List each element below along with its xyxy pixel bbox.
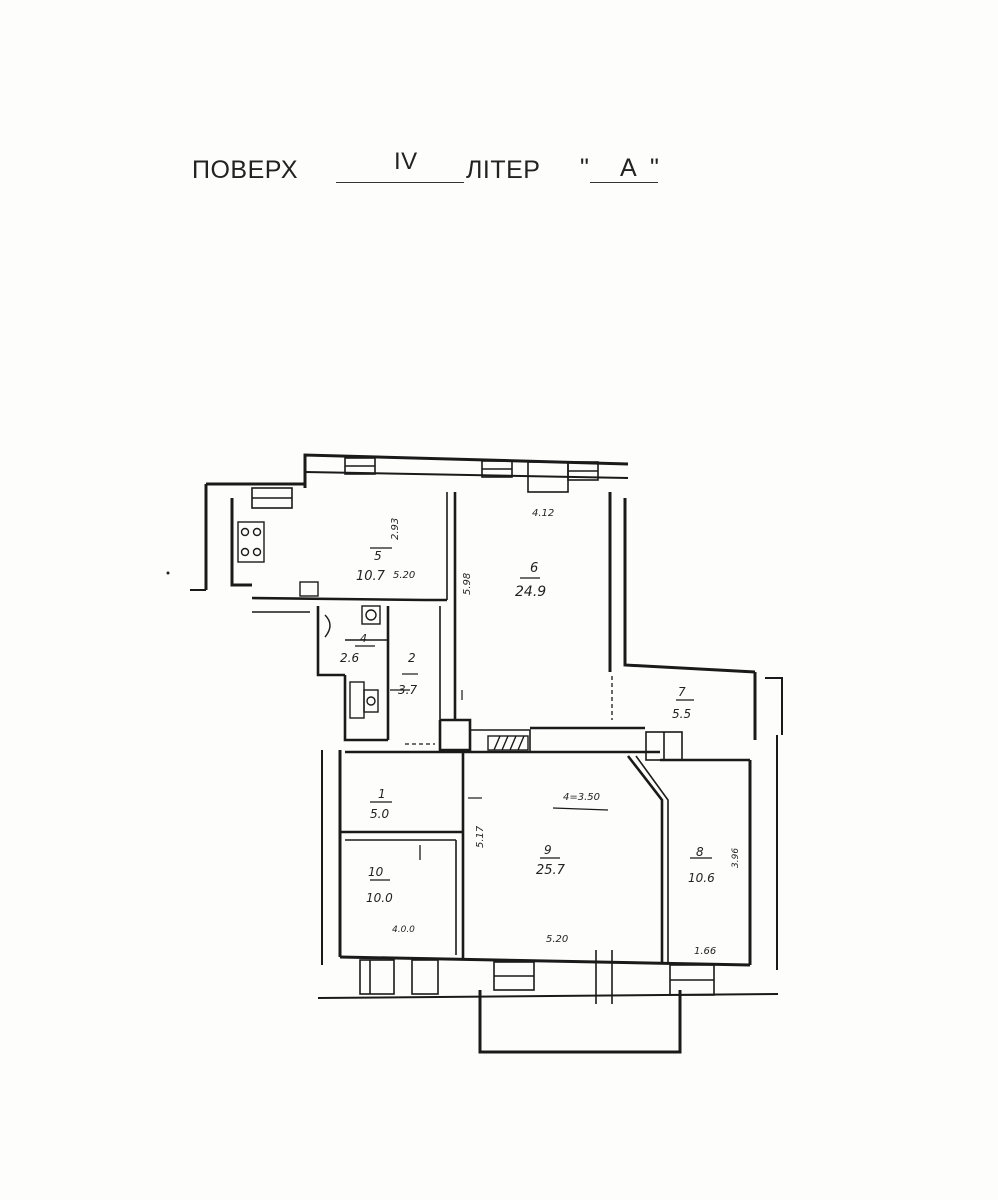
floor-label: ПОВЕРХ [192, 156, 298, 184]
room-9-number: 9 [544, 843, 552, 857]
room-10-area: 10.0 [366, 891, 393, 905]
room-8-area: 10.6 [688, 871, 715, 885]
room-6-number: 6 [530, 561, 538, 576]
letter-label: ЛІТЕР [466, 156, 541, 184]
room-5-number: 5 [374, 549, 382, 563]
room-9-area: 25.7 [536, 863, 566, 878]
floor-underline [336, 182, 464, 183]
room-1-area: 5.0 [370, 807, 389, 821]
dim-5-98: 5.98 [462, 573, 473, 595]
room-7-area: 5.5 [672, 707, 691, 721]
floor-value: IV [394, 148, 418, 175]
exterior-walls [190, 453, 783, 1054]
dimension-ticks [355, 547, 712, 881]
room-10-number: 10 [368, 865, 384, 879]
windows [251, 457, 715, 1004]
room-5-area: 10.7 [356, 569, 386, 584]
letter-underline [590, 182, 658, 183]
dim-4-3-50: 4=3.50 [563, 792, 600, 803]
room-4-area: 2.6 [340, 651, 359, 665]
hatched-wall [487, 735, 529, 751]
interior-walls [251, 492, 750, 962]
room-4-number: 4 [360, 632, 367, 645]
dim-4-12: 4.12 [532, 508, 554, 519]
room-7-number: 7 [678, 685, 686, 699]
dim-5-20-bottom: 5.20 [546, 934, 568, 945]
letter-value: А [620, 154, 638, 182]
dim-5-17: 5.17 [475, 825, 486, 848]
dimension-labels: 4.12 2.93 5.20 5.98 4=3.50 5.17 5.20 4.0… [390, 508, 741, 957]
dim-2-93: 2.93 [390, 518, 401, 540]
letter-close-quote: " [650, 154, 660, 182]
fixtures [237, 521, 381, 719]
dim-1-66: 1.66 [694, 946, 716, 957]
room-6-area: 24.9 [515, 584, 546, 600]
dim-3-96: 3.96 [731, 848, 741, 868]
room-1-number: 1 [378, 787, 386, 801]
room-8-number: 8 [696, 845, 704, 859]
room-2-area: 3.7 [398, 683, 417, 697]
letter-open-quote: " [580, 154, 590, 182]
doors [390, 676, 613, 860]
room-2-number: 2 [408, 651, 416, 665]
dim-5-20-top: 5.20 [393, 570, 415, 581]
room-labels: 5 10.7 6 24.9 4 2.6 2 3.7 7 5.5 1 5.0 9 … [340, 549, 715, 905]
ink-dot [166, 571, 170, 575]
dim-4-0-0: 4.0.0 [392, 925, 415, 935]
